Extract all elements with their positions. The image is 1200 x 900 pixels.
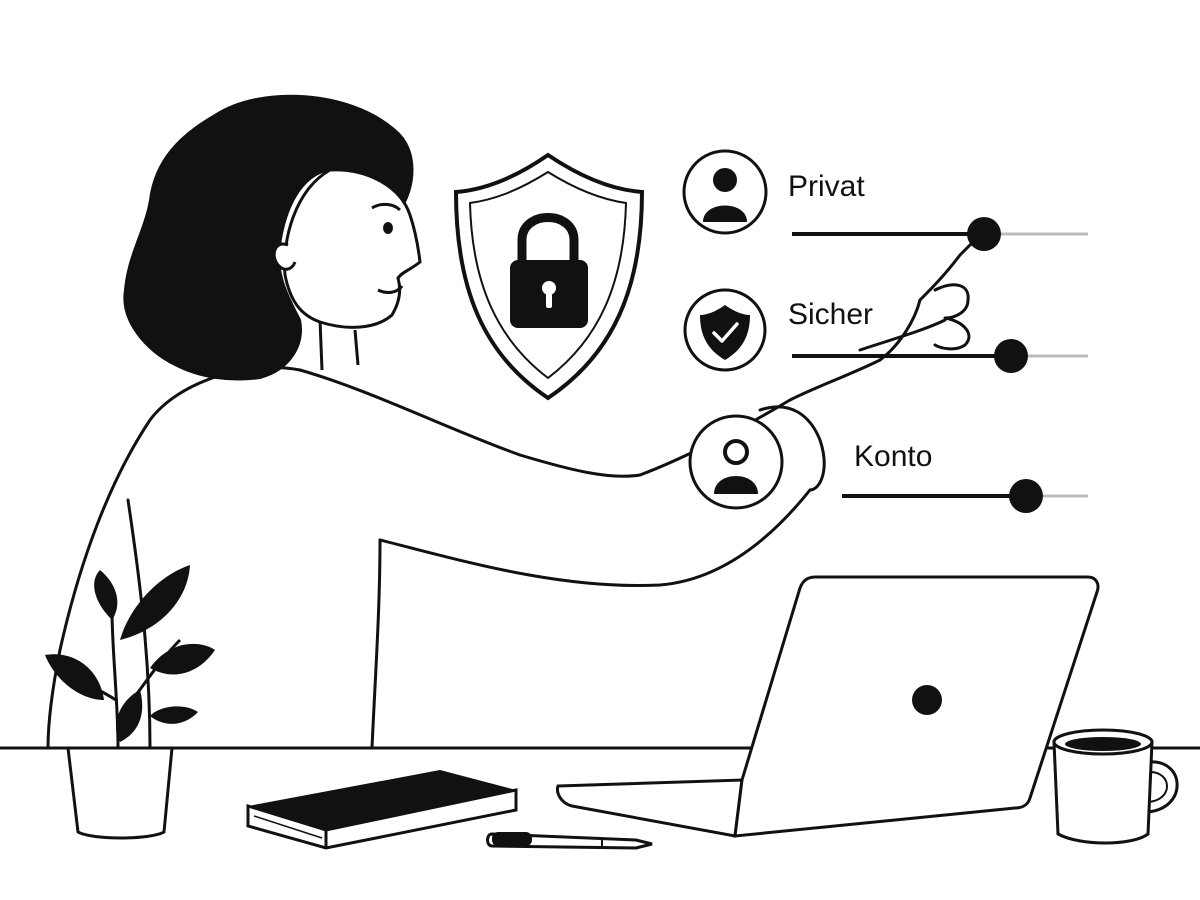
coffee-mug [1052, 728, 1179, 845]
eye [383, 222, 393, 234]
plant-pot [66, 746, 174, 840]
user-icon [703, 168, 747, 222]
notebook [246, 770, 518, 850]
hand-palm [858, 318, 947, 352]
leaf [116, 690, 143, 742]
konto-label: Konto [854, 440, 933, 473]
sicher-slider-thumb[interactable] [994, 339, 1028, 373]
neck [318, 319, 360, 371]
leaf [94, 570, 118, 620]
wrist [878, 298, 922, 362]
potted-plant [45, 565, 215, 840]
leaf [120, 565, 190, 640]
leaf [150, 706, 198, 724]
face [283, 168, 422, 329]
hand-knuckles [933, 283, 971, 351]
smile [377, 285, 404, 295]
account-user-icon [714, 439, 758, 494]
ear [272, 242, 297, 271]
sweater-arm-lower [378, 488, 812, 588]
setting-row-privat[interactable] [682, 149, 1088, 251]
shield-check-icon [700, 305, 750, 360]
leaf [150, 643, 215, 675]
setting-row-sicher[interactable] [683, 288, 1088, 373]
leaf [45, 654, 104, 700]
pen [486, 832, 653, 850]
laptop-base [556, 778, 744, 838]
privat-slider-thumb[interactable] [967, 217, 1001, 251]
hair [123, 94, 414, 381]
sweater-arm-upper [638, 358, 882, 477]
eyebrow [371, 202, 402, 212]
sweater-cuff [758, 405, 826, 492]
sweater-shoulder [298, 368, 642, 478]
sweater-front [370, 538, 382, 750]
pointing-finger [918, 238, 977, 302]
konto-slider-thumb[interactable] [1009, 479, 1043, 513]
dot-icon [912, 685, 942, 715]
laptop [556, 575, 1100, 838]
setting-row-konto[interactable] [688, 414, 1088, 513]
sicher-label: Sicher [788, 298, 874, 331]
privat-label: Privat [788, 170, 865, 203]
shield-lock-icon [453, 152, 645, 401]
